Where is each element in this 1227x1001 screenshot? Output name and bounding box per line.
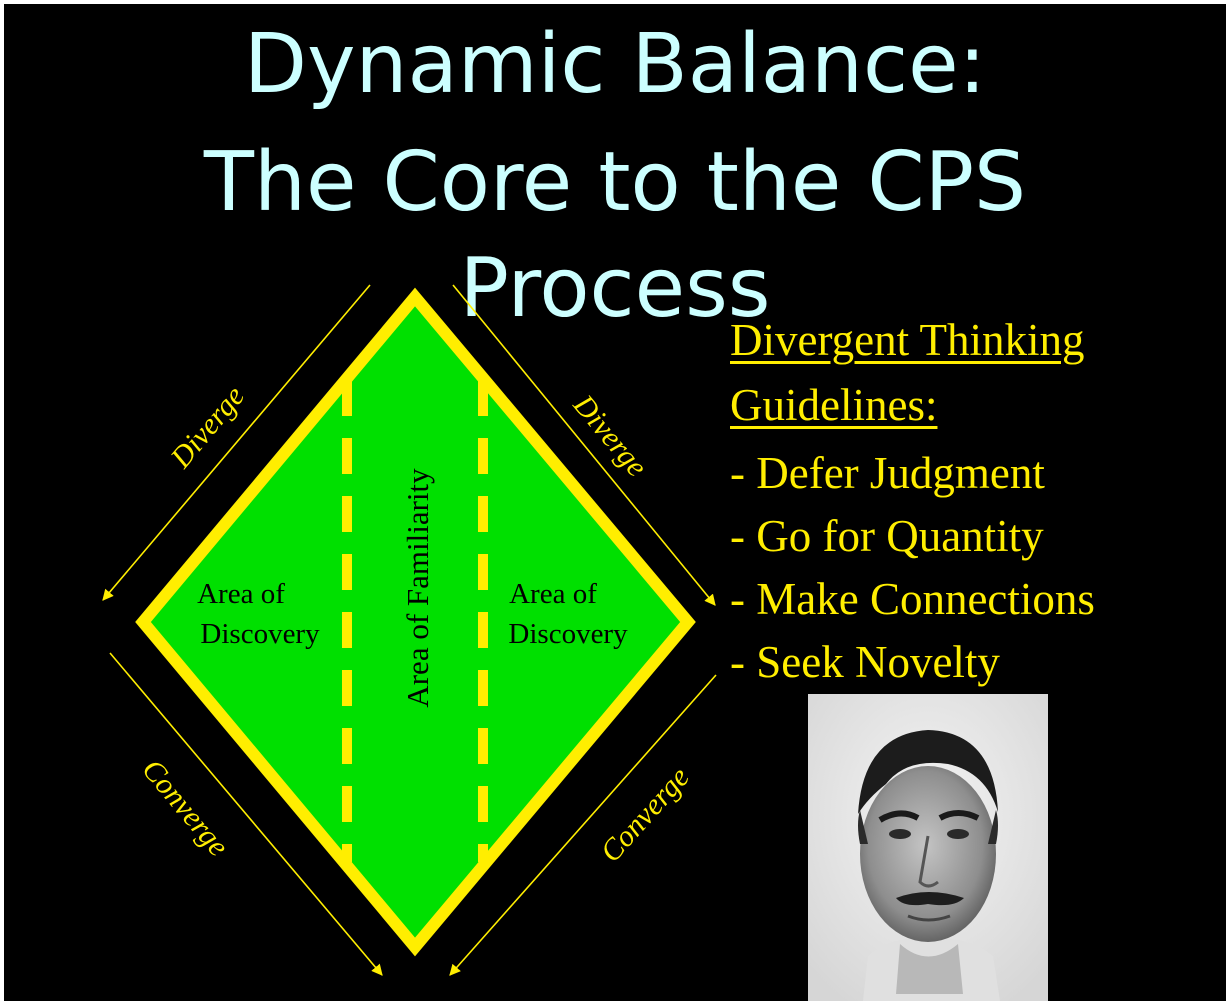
guideline-item: - Seek Novelty: [730, 637, 1000, 687]
guideline-item: - Go for Quantity: [730, 511, 1044, 561]
top-left-arrow-label: Diverge: [164, 380, 251, 475]
guideline-item: - Make Connections: [730, 574, 1095, 624]
bottom-left-arrow-label: Converge: [136, 753, 236, 863]
right-region-label-line-1: Area of: [509, 578, 597, 610]
bottom-right-arrow-label: Converge: [594, 761, 696, 869]
guidelines-heading-line-2: Guidelines:: [730, 380, 938, 430]
portrait-icon: [808, 694, 1048, 1001]
top-left-arrow: [102, 284, 371, 601]
left-region-label-line-1: Area of: [197, 578, 285, 610]
bottom-left-arrow: [109, 652, 383, 976]
slide-title-line-3: Process: [459, 241, 771, 336]
guideline-item: - Defer Judgment: [730, 448, 1045, 498]
portrait-photo: [808, 694, 1048, 1001]
diamond-shape: [135, 287, 696, 957]
top-right-arrow: [452, 284, 716, 606]
left-region-label-line-2: Discovery: [200, 618, 320, 650]
guidelines-heading-line-1: Divergent Thinking: [730, 315, 1085, 365]
slide-title-line-1: Dynamic Balance:: [243, 17, 987, 112]
top-right-arrow-label: Diverge: [566, 388, 653, 483]
bottom-right-arrow: [449, 674, 717, 976]
right-region-label-line-2: Discovery: [508, 618, 628, 650]
slide-title-line-2: The Core to the CPS: [203, 135, 1027, 230]
center-region-label: Area of Familiarity: [400, 468, 435, 708]
